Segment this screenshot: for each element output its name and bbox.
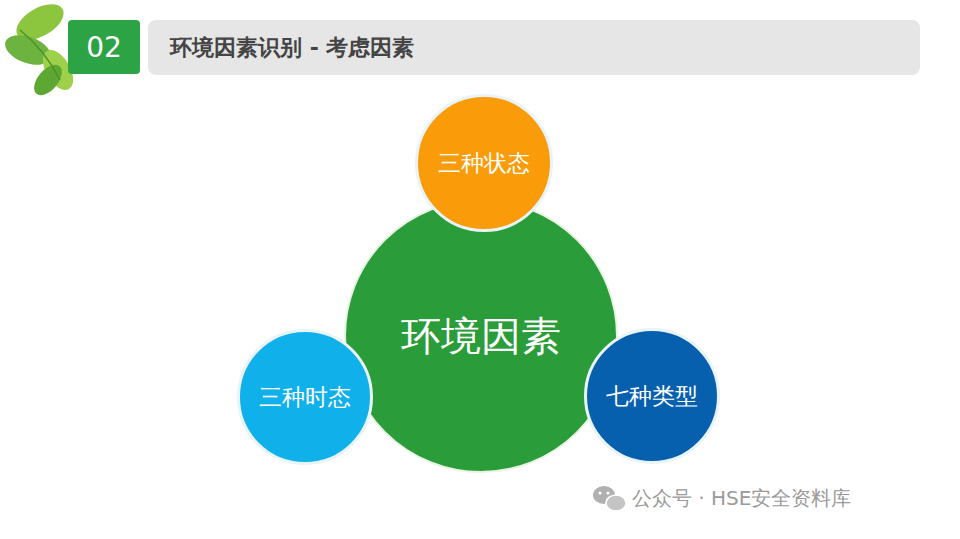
slide-title: 环境因素识别 - 考虑因素 xyxy=(170,33,414,63)
section-number-box: 02 xyxy=(68,20,140,74)
tense-circle: 三种时态 xyxy=(237,329,373,465)
node-label: 七种类型 xyxy=(606,381,698,412)
watermark: 公众号 · HSE安全资料库 xyxy=(632,485,851,512)
title-bar: 环境因素识别 - 考虑因素 xyxy=(148,20,920,75)
watermark-text: 公众号 · HSE安全资料库 xyxy=(632,486,851,510)
node-label: 环境因素 xyxy=(401,309,561,364)
wechat-icon xyxy=(593,486,626,511)
state-circle: 三种状态 xyxy=(415,94,553,232)
node-label: 三种时态 xyxy=(259,382,351,413)
type-circle: 七种类型 xyxy=(584,328,720,464)
node-label: 三种状态 xyxy=(438,148,530,179)
center-circle: 环境因素 xyxy=(344,199,618,473)
node-label: 02 xyxy=(86,31,122,64)
